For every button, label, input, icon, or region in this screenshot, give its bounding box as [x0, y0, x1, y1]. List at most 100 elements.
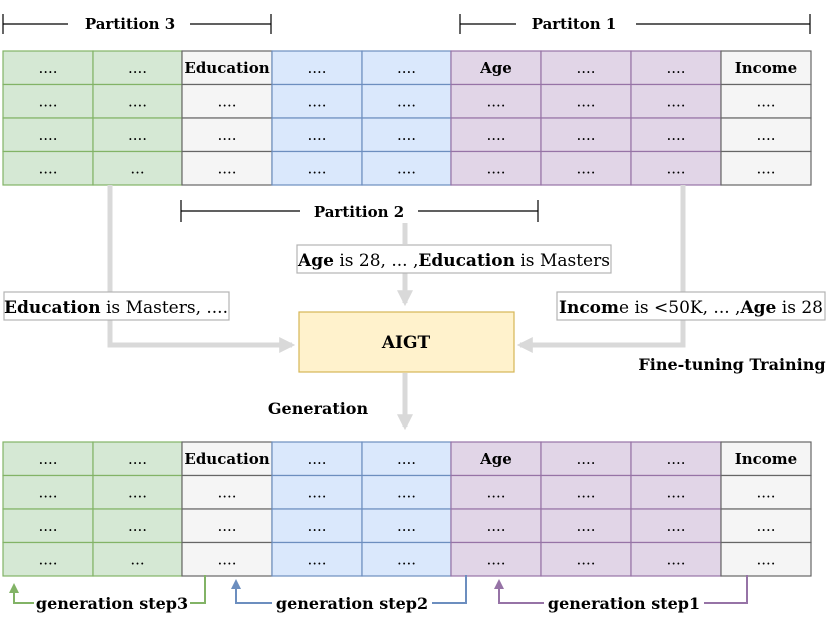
- table-cell-text: ....: [486, 550, 505, 568]
- table-cell: [2, 541, 94, 577]
- table-cell: [361, 474, 452, 510]
- table-cell: [540, 83, 632, 119]
- table-cell: [92, 117, 183, 153]
- table-cell-text: ....: [756, 517, 775, 535]
- table-cell: [2, 50, 94, 86]
- table-cell-text: ....: [397, 59, 416, 77]
- table-cell-text: ....: [486, 159, 505, 177]
- table-cell-text: ....: [307, 159, 326, 177]
- table-cell-text: ....: [397, 550, 416, 568]
- table-cell-text: ....: [217, 126, 236, 144]
- table-cell-text: ....: [666, 92, 685, 110]
- partition-2-label: Partition 2: [314, 203, 404, 221]
- table-cell-text: ....: [756, 483, 775, 501]
- step1-label: generation step1: [548, 594, 700, 613]
- table-cell: [450, 50, 542, 86]
- prompt-box-left: [3, 291, 230, 321]
- partition-1-bracket: [459, 14, 811, 34]
- table-cell: [720, 117, 812, 153]
- table-cell: [92, 541, 183, 577]
- table-cell: [2, 150, 94, 186]
- aigt-model-label: AIGT: [381, 333, 431, 353]
- table-cell: [450, 508, 542, 544]
- table-cell-text: ....: [486, 517, 505, 535]
- table-cell-text: ...: [130, 159, 144, 177]
- table-cell: [720, 541, 812, 577]
- prompt-left-bold1: Education: [4, 298, 101, 318]
- table-cell-text: ....: [128, 126, 147, 144]
- step2-label-bg: [272, 593, 432, 613]
- prompt-left-text: Education is Masters, ....: [4, 298, 228, 318]
- step1-label-bg: [544, 593, 704, 613]
- table-cell: [720, 474, 812, 510]
- right-flow-arrow: [516, 185, 686, 354]
- table-cell: [540, 508, 632, 544]
- step3-label: generation step3: [36, 594, 188, 613]
- table-cell-text: ....: [756, 92, 775, 110]
- table-cell-text: ...: [130, 550, 144, 568]
- table-cell-text: ....: [576, 483, 595, 501]
- column-header: Education: [184, 450, 269, 468]
- table-cell: [271, 441, 363, 477]
- table-cell-text: ....: [666, 126, 685, 144]
- table-cell: [92, 150, 183, 186]
- left-flow-arrow: [107, 185, 296, 354]
- table-cell-text: ....: [666, 517, 685, 535]
- table-cell-text: ....: [666, 550, 685, 568]
- table-cell: [630, 508, 722, 544]
- table-cell-text: ....: [38, 483, 57, 501]
- table-top: ........Education........Age........Inco…: [2, 50, 812, 186]
- table-cell-text: ....: [576, 450, 595, 468]
- table-cell-text: ....: [307, 550, 326, 568]
- table-cell-text: ....: [128, 517, 147, 535]
- table-cell-text: ....: [486, 92, 505, 110]
- table-cell: [630, 474, 722, 510]
- table-cell: [271, 508, 363, 544]
- table-cell: [630, 541, 722, 577]
- table-cell-text: ....: [307, 126, 326, 144]
- table-cell-text: ....: [576, 517, 595, 535]
- table-cell: [361, 83, 452, 119]
- table-cell-text: ....: [576, 550, 595, 568]
- table-cell-text: ....: [486, 126, 505, 144]
- table-cell: [92, 474, 183, 510]
- step3-label-bg: [34, 593, 190, 613]
- table-cell: [361, 541, 452, 577]
- table-cell: [450, 150, 542, 186]
- table-cell-text: ....: [397, 450, 416, 468]
- table-cell: [630, 150, 722, 186]
- table-bottom: ........Education........Age........Inco…: [2, 441, 812, 577]
- partition-3-bracket: [2, 14, 272, 34]
- table-cell-text: ....: [756, 550, 775, 568]
- table-cell: [450, 541, 542, 577]
- partition-2-bracket: [180, 200, 539, 222]
- prompt-middle-bold2: Education: [418, 251, 515, 271]
- table-cell: [2, 117, 94, 153]
- table-cell-text: ....: [397, 483, 416, 501]
- table-cell: [271, 541, 363, 577]
- table-cell: [181, 150, 273, 186]
- table-cell: [630, 83, 722, 119]
- table-cell: [450, 474, 542, 510]
- table-cell: [630, 441, 722, 477]
- table-cell-text: ....: [128, 59, 147, 77]
- table-cell: [540, 117, 632, 153]
- column-header: Income: [735, 450, 797, 468]
- prompt-middle-text2: is Masters: [515, 251, 610, 271]
- table-cell-text: ....: [307, 92, 326, 110]
- table-cell: [361, 150, 452, 186]
- table-cell-text: ....: [756, 126, 775, 144]
- prompt-right-bold1: Incom: [559, 298, 619, 318]
- table-cell: [720, 150, 812, 186]
- prompt-right-text: Income is <50K, ... ,Age is 28: [559, 298, 823, 318]
- table-cell: [720, 441, 812, 477]
- table-cell: [630, 50, 722, 86]
- table-cell-text: ....: [397, 126, 416, 144]
- table-cell-text: ....: [666, 159, 685, 177]
- table-cell: [92, 83, 183, 119]
- prompt-middle-bold1: Age: [297, 251, 334, 271]
- table-cell-text: ....: [307, 483, 326, 501]
- prompt-middle-text: Age is 28, ... ,Education is Masters: [297, 251, 610, 271]
- table-cell-text: ....: [38, 59, 57, 77]
